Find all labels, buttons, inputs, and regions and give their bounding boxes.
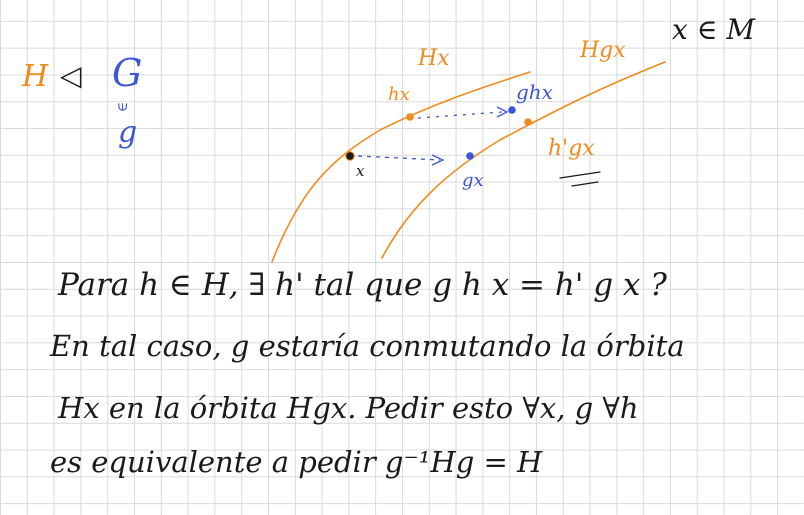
orbit-hx-curve [271,71,531,263]
text-line-1: Para h ∈ H, ∃ h' tal que g h x = h' g x … [58,267,667,303]
point-gx-label: gx [462,170,484,191]
text-line-4: es equivalente a pedir g⁻¹Hg = H [50,445,543,479]
subgroup-h: H [22,59,49,94]
point-x-label: x [356,162,365,180]
x-in-m-label: x ∈ M [672,13,755,46]
belongs-symbol: ∈ [115,101,132,113]
point-hx-dot [406,113,414,121]
orbit-hx-label: Hx [418,46,450,71]
arrow-hx-to-ghx [417,106,509,119]
point-hgx-dot [524,118,532,126]
orbit-hgx-curve [381,61,666,259]
underline-stroke [559,171,601,187]
element-g: g [118,115,138,150]
normal-symbol: ◁ [60,59,82,92]
point-ghx-dot [508,106,516,114]
point-hgx-label: h'gx [548,136,595,161]
point-x-dot [345,151,355,161]
group-g: G [112,51,143,95]
point-gx-dot [466,152,474,160]
text-line-3: Hx en la órbita Hgx. Pedir esto ∀x, g ∀h [58,391,639,425]
arrow-x-to-gx [357,154,445,166]
text-line-2: En tal caso, g estaría conmutando la órb… [50,329,685,363]
point-ghx-label: ghx [516,80,553,104]
orbit-hgx-label: Hgx [580,38,626,63]
point-hx-label: hx [388,84,410,105]
